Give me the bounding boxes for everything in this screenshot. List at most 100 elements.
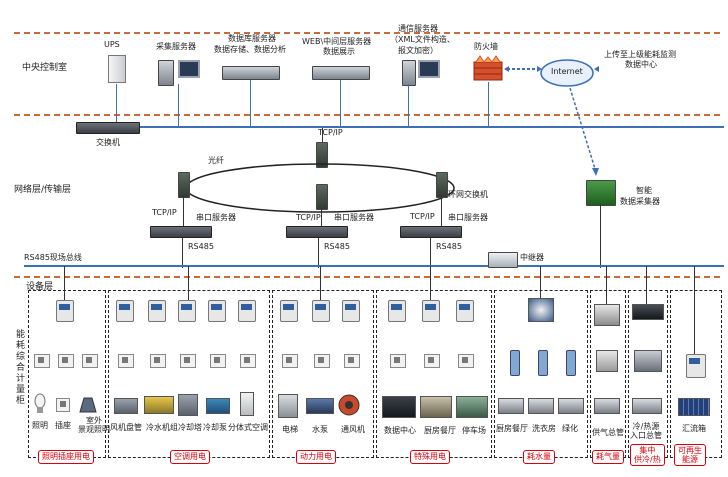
elevator-icon bbox=[278, 394, 298, 418]
lighting-main-meter-icon bbox=[56, 300, 74, 322]
serial-server-1-icon bbox=[150, 226, 212, 238]
heat-flow-meter-icon bbox=[634, 350, 662, 372]
port-1-rs485-label: RS485 bbox=[188, 242, 214, 251]
special-item-1: 厨房餐厅 bbox=[424, 426, 456, 435]
ring-switch-top-icon bbox=[316, 142, 328, 168]
ups-drop-line bbox=[116, 84, 117, 126]
water-item-2: 绿化 bbox=[562, 424, 578, 433]
cabinet-char: 合 bbox=[16, 363, 26, 373]
lighting-item-1: 插座 bbox=[55, 421, 71, 430]
special-item-0: 数据中心 bbox=[384, 426, 416, 435]
db-server-label-2: 数据存储、数据分析 bbox=[214, 45, 286, 54]
water-pipe-icon bbox=[528, 398, 554, 414]
cabinet-label: 能 耗 综 合 计 量 柜 bbox=[16, 330, 26, 407]
gas-pipe-icon bbox=[594, 398, 620, 414]
tcpip-top-label: TCP/IP bbox=[318, 128, 343, 137]
section-label-renewable: 可再生 能源 bbox=[674, 444, 706, 466]
split-ac-icon bbox=[240, 392, 254, 416]
power-breaker-icon bbox=[344, 354, 360, 368]
db-drop-line bbox=[250, 80, 251, 126]
lighting-item-0: 照明 bbox=[32, 421, 48, 430]
hvac-item-0: 风机盘管 bbox=[110, 423, 142, 432]
hvac-item-4: 分体式空调 bbox=[228, 423, 268, 432]
web-drop-line bbox=[340, 80, 341, 126]
water-pump-icon bbox=[306, 398, 334, 414]
hvac-item-1: 冷水机组 bbox=[146, 423, 178, 432]
fan-coil-icon bbox=[114, 398, 138, 414]
internet-gateway-dashed-arrow bbox=[569, 87, 599, 176]
hvac-meter-icon bbox=[116, 300, 134, 322]
hvac-meter-icon bbox=[178, 300, 196, 322]
data-collector-icon bbox=[586, 180, 616, 206]
ups-label: UPS bbox=[104, 40, 120, 49]
gas-item-0: 供气总管 bbox=[592, 428, 624, 437]
web-server-rack-icon bbox=[312, 66, 370, 80]
data-center-icon bbox=[382, 396, 416, 418]
cabinet-char: 柜 bbox=[16, 396, 26, 406]
power-meter-icon bbox=[312, 300, 330, 322]
hvac-meter-icon bbox=[238, 300, 256, 322]
power-item-1: 水泵 bbox=[312, 425, 328, 434]
db-server-rack-icon bbox=[222, 66, 280, 80]
landscape-light-icon bbox=[79, 397, 97, 413]
port-2-uplink bbox=[321, 208, 322, 226]
cooling-pump-icon bbox=[206, 398, 230, 414]
port-2-tcp-label: TCP/IP bbox=[296, 213, 321, 222]
special-meter-icon bbox=[388, 300, 406, 322]
hvac-breaker-icon bbox=[240, 354, 256, 368]
collector-drop-line bbox=[600, 204, 601, 268]
power-breaker-icon bbox=[314, 354, 330, 368]
section-label-power: 动力用电 bbox=[296, 450, 336, 464]
section-label-hvac: 空调用电 bbox=[170, 450, 210, 464]
cabinet-char: 量 bbox=[16, 385, 26, 395]
socket-breaker-icon bbox=[58, 354, 74, 368]
renewable-item-0: 汇流箱 bbox=[682, 424, 706, 433]
comm-server-label-1: 通信服务器 bbox=[398, 24, 438, 33]
port-3-rs485-line bbox=[430, 238, 431, 268]
firewall-label: 防火墙 bbox=[474, 42, 498, 51]
water-pipe-icon bbox=[498, 398, 524, 414]
kitchen-icon bbox=[420, 396, 452, 418]
hvac-meter-icon bbox=[208, 300, 226, 322]
special-meter-icon bbox=[456, 300, 474, 322]
layer-divider-central bbox=[14, 114, 720, 116]
web-server-label-2: 数据展示 bbox=[323, 47, 355, 56]
data-collector-label-2: 数据采集器 bbox=[620, 197, 660, 206]
water-meter-icon bbox=[510, 350, 520, 376]
water-meter-icon bbox=[538, 350, 548, 376]
bus-drop-power bbox=[320, 266, 321, 300]
cabinet-char: 综 bbox=[16, 352, 26, 362]
collect-server-tower-icon bbox=[158, 60, 174, 86]
port-3-tcp-label: TCP/IP bbox=[410, 212, 435, 221]
switch-icon bbox=[76, 122, 140, 134]
renewable-meter-icon bbox=[686, 354, 706, 378]
solar-panel-icon bbox=[678, 398, 710, 416]
comm-server-label-3: 报文加密） bbox=[398, 46, 438, 55]
section-label-special: 特殊用电 bbox=[410, 450, 450, 464]
bus-drop-gas bbox=[606, 266, 607, 304]
bus-drop-heat bbox=[646, 266, 647, 304]
repeater-label: 中继器 bbox=[520, 253, 544, 262]
port-1-server-label: 串口服务器 bbox=[196, 213, 236, 222]
section-label-cooling-heating: 集中 供冷/热 bbox=[630, 444, 665, 466]
firewall-icon bbox=[473, 55, 503, 81]
water-item-0: 厨房餐厅 bbox=[496, 424, 528, 433]
repeater-icon bbox=[488, 252, 518, 268]
comm-server-monitor-icon bbox=[418, 60, 440, 78]
hvac-breaker-icon bbox=[210, 354, 226, 368]
serial-server-3-icon bbox=[400, 226, 462, 238]
hvac-breaker-icon bbox=[180, 354, 196, 368]
port-1-rs485-line bbox=[182, 238, 183, 268]
layer-divider-network bbox=[14, 276, 720, 278]
water-meter-icon bbox=[566, 350, 576, 376]
hvac-breaker-icon bbox=[150, 354, 166, 368]
hvac-meter-icon bbox=[148, 300, 166, 322]
switch-label: 交换机 bbox=[96, 138, 120, 147]
special-item-2: 停车场 bbox=[462, 426, 486, 435]
internet-upload-arrow bbox=[594, 66, 599, 72]
central-backbone-line bbox=[104, 126, 724, 128]
comm-server-label-2: （XML文件构造、 bbox=[390, 35, 455, 44]
serial-server-2-icon bbox=[286, 226, 348, 238]
web-server-label-1: WEB\中间层服务器 bbox=[302, 37, 372, 46]
section-label-gas: 耗气量 bbox=[592, 450, 624, 464]
